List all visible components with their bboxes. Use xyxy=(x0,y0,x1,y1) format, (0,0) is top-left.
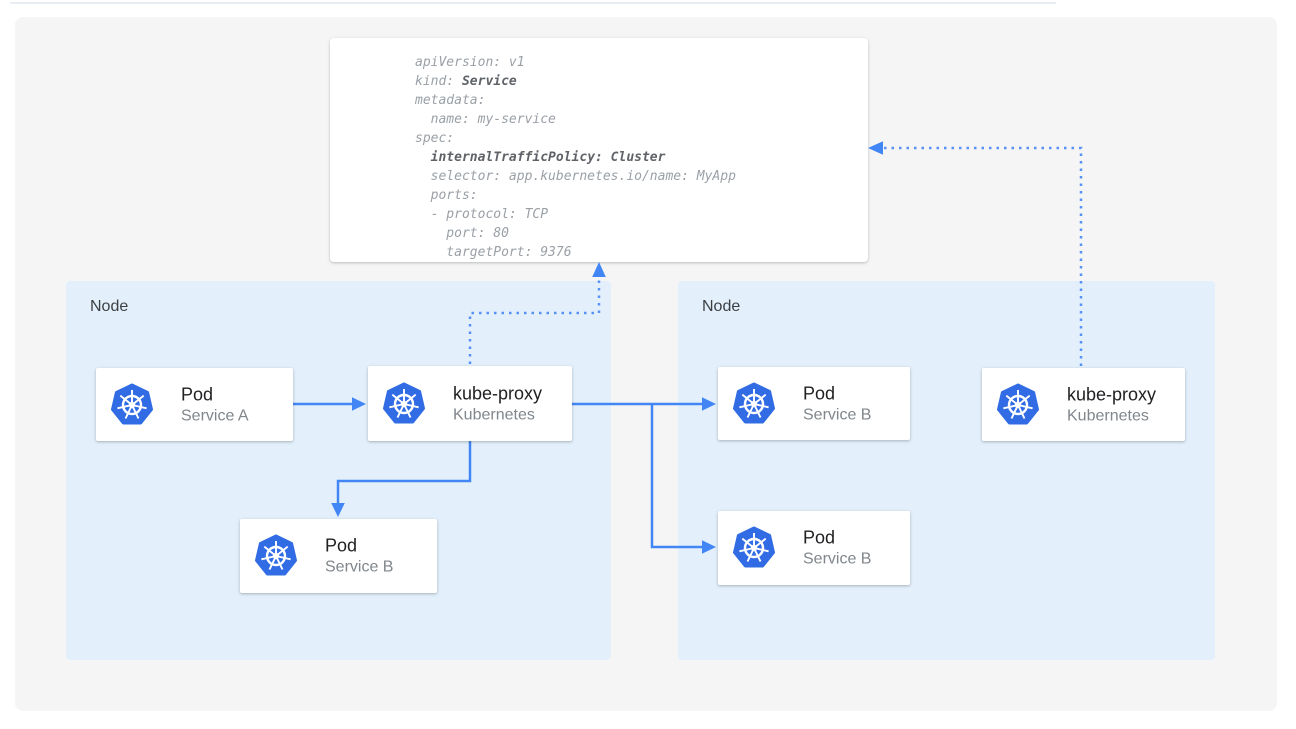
card-subtitle: Service B xyxy=(325,558,394,576)
card-title: Pod xyxy=(803,383,836,403)
yaml-line: port: 80 xyxy=(415,226,509,241)
card-pod-service-b-left: Pod Service B xyxy=(240,519,437,593)
card-subtitle: Kubernetes xyxy=(1067,407,1149,424)
card-subtitle: Service A xyxy=(181,407,249,424)
yaml-line: - protocol: TCP xyxy=(415,207,549,222)
yaml-line: targetPort: 9376 xyxy=(415,245,572,260)
yaml-line: spec: xyxy=(415,131,455,146)
kubernetes-helm-icon xyxy=(733,526,775,568)
card-pod-service-b-right-bottom: Pod Service B xyxy=(718,511,910,585)
card-subtitle: Service B xyxy=(803,406,872,423)
node-label: Node xyxy=(702,298,741,315)
card-title: kube-proxy xyxy=(1067,384,1157,404)
card-title: Pod xyxy=(181,384,214,404)
yaml-line: metadata: xyxy=(415,93,486,108)
kubernetes-helm-icon xyxy=(997,383,1039,424)
node-label: Node xyxy=(90,298,129,315)
yaml-line: apiVersion: v1 xyxy=(415,55,525,70)
card-pod-service-a: Pod Service A xyxy=(96,368,293,441)
card-subtitle: Service B xyxy=(803,550,872,568)
card-title: Pod xyxy=(325,535,358,556)
yaml-line: selector: app.kubernetes.io/name: MyApp xyxy=(415,169,736,184)
card-pod-service-b-right-top: Pod Service B xyxy=(718,367,910,440)
card-title: Pod xyxy=(803,527,836,548)
yaml-line: ports: xyxy=(415,188,478,203)
card-kube-proxy-right: kube-proxy Kubernetes xyxy=(982,368,1185,441)
kubernetes-helm-icon xyxy=(733,382,775,423)
kubernetes-helm-icon xyxy=(111,383,153,424)
card-kube-proxy-left: kube-proxy Kubernetes xyxy=(368,366,572,441)
top-divider xyxy=(10,2,1056,4)
service-yaml-card: apiVersion: v1 kind: Service metadata: nam… xyxy=(330,38,868,262)
yaml-line: internalTrafficPolicy: Cluster xyxy=(430,150,666,165)
node-panel-right: Node xyxy=(678,281,1215,660)
kubernetes-helm-icon xyxy=(255,534,297,576)
yaml-line: name: my-service xyxy=(415,112,556,127)
yaml-line: kind: Service xyxy=(415,74,517,89)
card-subtitle: Kubernetes xyxy=(453,406,535,423)
card-title: kube-proxy xyxy=(453,383,543,403)
yaml-code-block: apiVersion: v1 kind: Service metadata: nam… xyxy=(330,38,868,262)
kubernetes-helm-icon xyxy=(383,382,425,423)
node-panel-left: Node xyxy=(66,281,611,660)
